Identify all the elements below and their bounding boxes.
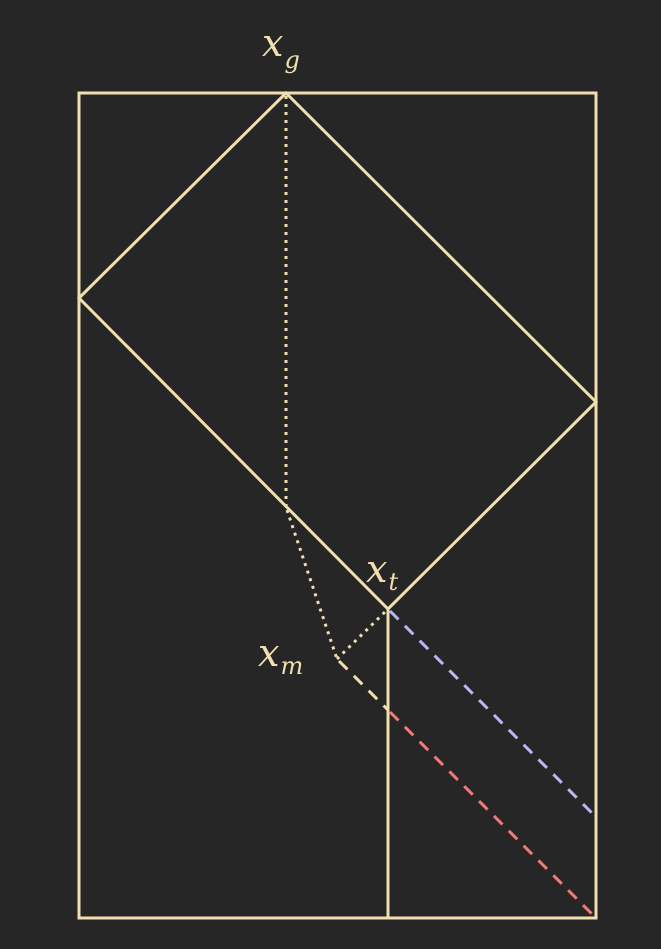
- outer-rectangle: [77, 91, 598, 920]
- dotted-line-xm-to-xt: [335, 609, 388, 661]
- dashed-line-from-xm: [337, 659, 390, 712]
- label-xm: xm: [258, 631, 303, 680]
- dotted-line-to-xm: [285, 509, 339, 660]
- red-dashed-line: [388, 710, 598, 920]
- label-xt: xt: [366, 547, 398, 596]
- label-xg: xg: [262, 21, 300, 74]
- blue-dashed-line: [388, 609, 598, 819]
- tilted-square: [76, 90, 599, 612]
